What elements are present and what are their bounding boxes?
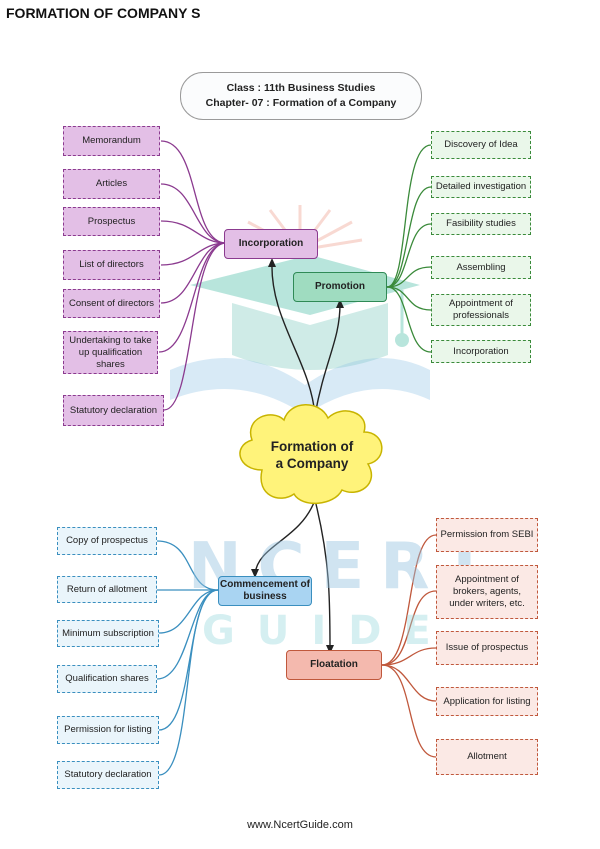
commencement-hub: Commencement of business <box>218 576 312 606</box>
floatation-item-application-for-listing: Application for listing <box>436 687 538 716</box>
center-cloud-shape <box>239 404 383 505</box>
page-title: FORMATION OF COMPANY S <box>6 5 201 21</box>
incorporation-item-statutory-declaration: Statutory declaration <box>63 395 164 426</box>
watermark-guide: GUIDE <box>202 608 453 654</box>
commencement-item-copy-of-prospectus: Copy of prospectus <box>57 527 157 555</box>
incorporation-item-prospectus: Prospectus <box>63 207 160 236</box>
promotion-item-discovery-of-idea: Discovery of Idea <box>431 131 531 159</box>
floatation-item-permission-from-sebi: Permission from SEBI <box>436 518 538 552</box>
commencement-item-statutory-declaration: Statutory declaration <box>57 761 159 789</box>
center-node-line2: a Company <box>275 456 349 471</box>
promotion-item-fasibility-studies: Fasibility studies <box>431 213 531 235</box>
floatation-item-issue-of-prospectus: Issue of prospectus <box>436 631 538 665</box>
floatation-item-allotment: Allotment <box>436 739 538 775</box>
footer-url: www.NcertGuide.com <box>247 819 353 831</box>
incorporation-item-memorandum: Memorandum <box>63 126 160 156</box>
class-info-line2: Chapter- 07 : Formation of a Company <box>205 97 397 109</box>
floatation-hub: Floatation <box>286 650 382 680</box>
promotion-item-assembling: Assembling <box>431 256 531 279</box>
commencement-item-qualification-shares: Qualification shares <box>57 665 157 693</box>
center-node-line1: Formation of <box>270 439 354 454</box>
promotion-item-appointment-of-professionals: Appointment of professionals <box>431 294 531 326</box>
incorporation-hub: Incorporation <box>224 229 318 259</box>
incorporation-item-articles: Articles <box>63 169 160 199</box>
class-info-box: Class : 11th Business Studies Chapter- 0… <box>180 72 422 120</box>
commencement-item-permission-for-listing: Permission for listing <box>57 716 159 744</box>
open-book-decoration <box>170 358 430 415</box>
promotion-item-incorporation: Incorporation <box>431 340 531 363</box>
center-node: Formation of a Company <box>252 438 372 472</box>
incorporation-item-consent-of-directors: Consent of directors <box>63 289 160 318</box>
commencement-item-minimum-subscription: Minimum subscription <box>57 620 159 647</box>
incorporation-item-list-of-directors: List of directors <box>63 250 160 280</box>
class-info-line1: Class : 11th Business Studies <box>226 82 376 94</box>
incorporation-item-undertaking: Undertaking to take up qualification sha… <box>63 331 158 374</box>
promotion-hub: Promotion <box>293 272 387 302</box>
floatation-item-appointment-of-brokers: Appointment of brokers, agents, under wr… <box>436 565 538 619</box>
commencement-item-return-of-allotment: Return of allotment <box>57 576 157 603</box>
promotion-item-detailed-investigation: Detailed investigation <box>431 176 531 198</box>
connectors <box>156 140 437 776</box>
